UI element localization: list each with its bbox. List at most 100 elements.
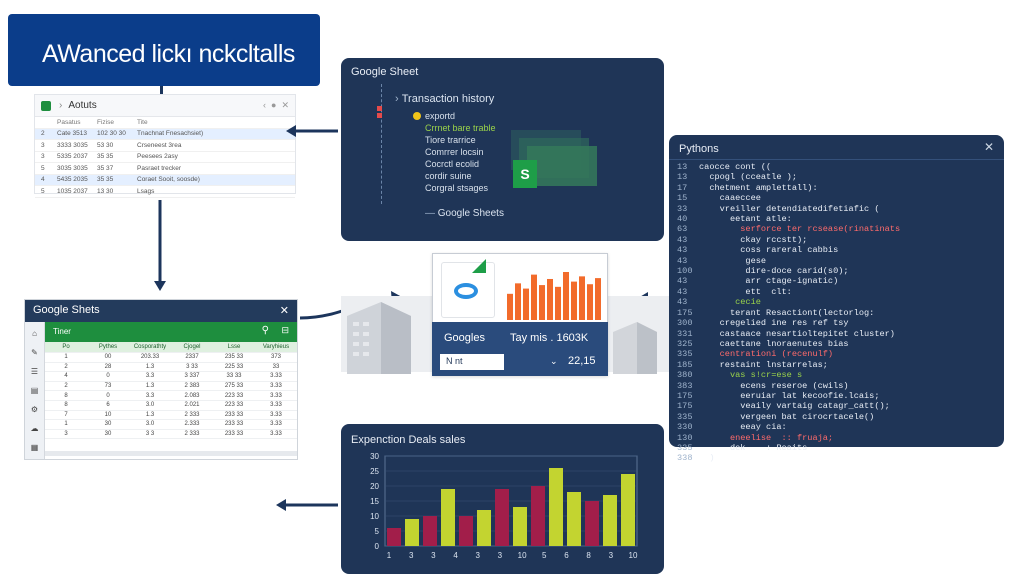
y-tick-label: 30 (370, 452, 379, 461)
line-number: 43 (677, 255, 688, 266)
code-text: castaace nesartioltepitet cluster) (699, 328, 895, 339)
tree-item[interactable]: Comrrer locsin (425, 147, 484, 157)
column-header[interactable]: Cosporathty (133, 344, 167, 350)
code-line: 383 ecens reseroe (cwils) (677, 381, 900, 391)
code-text: cpogl (cceatle ); (699, 172, 797, 183)
close-icon[interactable]: ✕ (279, 305, 289, 317)
chart-icon[interactable]: ▤ (30, 386, 39, 395)
column-header[interactable]: Varyhieus (262, 344, 290, 350)
code-line: 338 ) (677, 453, 900, 463)
code-text: vas s!cr=ese s (699, 370, 803, 381)
line-number: 15 (677, 193, 688, 204)
code-text: vreiller detendiatedifetiafic ( (699, 203, 880, 214)
y-tick-label: 20 (370, 482, 379, 491)
table-cell: 233 33 (224, 431, 244, 438)
table-cell: 35 35 (97, 153, 114, 161)
mini-bar (563, 272, 569, 320)
value-input[interactable]: N nt (440, 354, 504, 370)
filter-icon[interactable]: ⊟ (281, 325, 289, 335)
tree-item[interactable]: exportd (425, 111, 456, 121)
line-number: 185 (677, 359, 693, 370)
table-cell: 5335 2037 (57, 153, 88, 161)
table-cell: 3.33 (270, 421, 282, 428)
code-line: 335 dek : Reaits (677, 443, 900, 453)
code-line: 43 ckay rccstt); (677, 235, 900, 245)
y-tick-label: 25 (370, 467, 379, 476)
table-cell: 233 33 (224, 421, 244, 428)
table-cell: 8 (64, 402, 68, 409)
tree-item[interactable]: Tiore trarrice (425, 135, 476, 145)
bar (603, 495, 617, 546)
table-cell: 3.0 (145, 421, 155, 428)
column-header[interactable]: Cjogel (183, 344, 201, 350)
line-number: 63 (677, 224, 688, 235)
tree-item[interactable]: Crrnet bare trable (425, 123, 496, 133)
close-icon[interactable]: ✕ (983, 140, 994, 154)
table-cell: 275 33 (224, 383, 244, 390)
code-line: 335 centrationi (recenulf) (677, 349, 900, 359)
mini-bar (587, 284, 593, 320)
cloud-icon[interactable]: ☁ (30, 424, 39, 433)
x-tick-label: 5 (542, 551, 547, 560)
table-cell: 3.3 (145, 392, 155, 399)
line-number: 43 (677, 245, 688, 256)
column-header[interactable]: Po (62, 344, 70, 350)
tree-item[interactable]: Cocrctl ecolid (425, 159, 480, 169)
line-number: 380 (677, 370, 693, 381)
line-number: 43 (677, 286, 688, 297)
chevron-down-icon[interactable]: ⌄ (550, 356, 558, 366)
table-cell: Pasraet trecker (137, 164, 182, 172)
column-header[interactable]: Lsse (227, 344, 241, 350)
edit-icon[interactable]: ✎ (31, 348, 38, 357)
column-header[interactable]: Pythes (98, 344, 118, 350)
tree-item[interactable]: cordir suine (425, 171, 472, 181)
gear-icon[interactable]: ⚙ (30, 405, 39, 414)
code-line: 43 cecie (677, 297, 900, 307)
doc-icon[interactable]: ▦ (30, 443, 39, 452)
app-tile (441, 259, 495, 318)
table-cell: 2 333 (184, 411, 200, 418)
table-cell: 3.33 (270, 392, 282, 399)
table-cell: 203.33 (140, 354, 160, 361)
window-controls[interactable]: ‹ ● ✕ (263, 100, 289, 110)
table-cell: 5 (41, 164, 45, 172)
mini-bar (539, 285, 545, 320)
table-cell: 2 (64, 383, 68, 390)
search-icon[interactable]: ⚲ (261, 325, 269, 336)
code-line: 175 eeruiar lat kecoofie.lcais; (677, 391, 900, 401)
line-number: 43 (677, 234, 688, 245)
toolbar-label: Tiner (53, 327, 71, 336)
scrollbar[interactable] (45, 451, 297, 456)
line-number: 33 (677, 203, 688, 214)
line-number: 40 (677, 214, 688, 225)
home-icon[interactable]: ⌂ (32, 329, 37, 338)
table-cell: 102 30 30 (97, 130, 126, 138)
table-cell: 5 (41, 187, 45, 195)
small-sheet-title: Aotuts (68, 100, 97, 111)
table-cell: 28 (104, 363, 112, 370)
x-tick-label: 3 (498, 551, 503, 560)
mini-bar-chart (507, 272, 601, 320)
y-tick-label: 15 (370, 497, 379, 506)
code-text: veaily vartaig catagr_catt(); (699, 401, 890, 412)
y-tick-label: 5 (375, 527, 380, 536)
list-icon[interactable]: ☰ (30, 367, 39, 376)
tree-item[interactable]: Corgral stsages (425, 183, 489, 193)
